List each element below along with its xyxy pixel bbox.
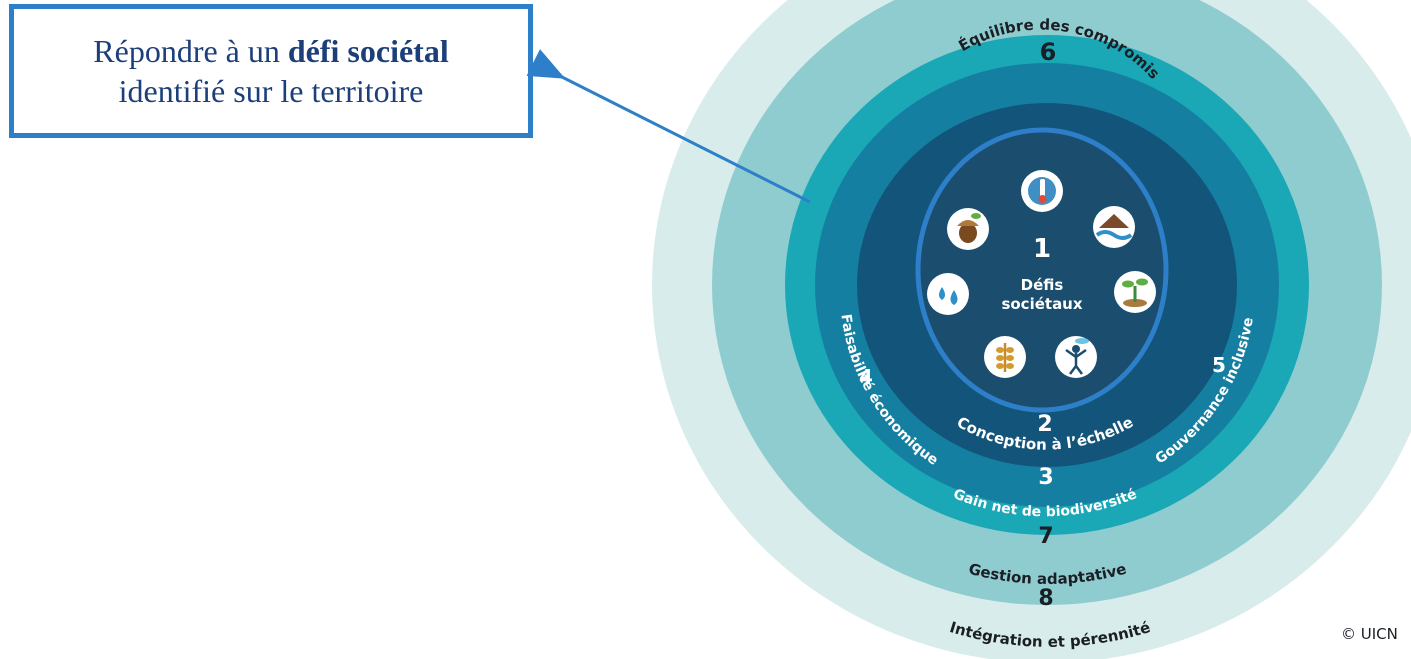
acorn-icon bbox=[947, 208, 989, 250]
criterion-5-number: 5 bbox=[1212, 353, 1226, 377]
criterion-8-number: 8 bbox=[1038, 586, 1053, 611]
center-number: 1 bbox=[1033, 234, 1051, 264]
callout-box: Répondre à un défi sociétal identifié su… bbox=[9, 4, 533, 138]
person-health-icon bbox=[1055, 336, 1097, 378]
callout-arrow bbox=[526, 49, 811, 204]
criterion-2-number: 2 bbox=[1037, 412, 1052, 437]
criterion-4-number: 4 bbox=[859, 365, 873, 389]
copyright-label: © UICN bbox=[1341, 625, 1398, 643]
water-drops-icon bbox=[927, 273, 969, 315]
seedling-icon bbox=[1114, 271, 1156, 313]
wheat-icon bbox=[984, 336, 1026, 378]
callout-line-1: Répondre à un défi sociétal bbox=[93, 33, 449, 69]
center-label-line-1: Défis bbox=[1021, 276, 1064, 294]
center-label-line-2: sociétaux bbox=[1001, 295, 1082, 313]
callout-line-2: identifié sur le territoire bbox=[118, 73, 424, 109]
criterion-7-number: 7 bbox=[1038, 524, 1053, 549]
callout-bold: défi sociétal bbox=[287, 33, 449, 69]
center-circle bbox=[915, 127, 1169, 413]
criterion-6-number: 6 bbox=[1040, 38, 1057, 66]
climate-thermometer-icon bbox=[1021, 170, 1063, 212]
flood-icon bbox=[1093, 206, 1135, 248]
criterion-3-number: 3 bbox=[1038, 465, 1053, 490]
